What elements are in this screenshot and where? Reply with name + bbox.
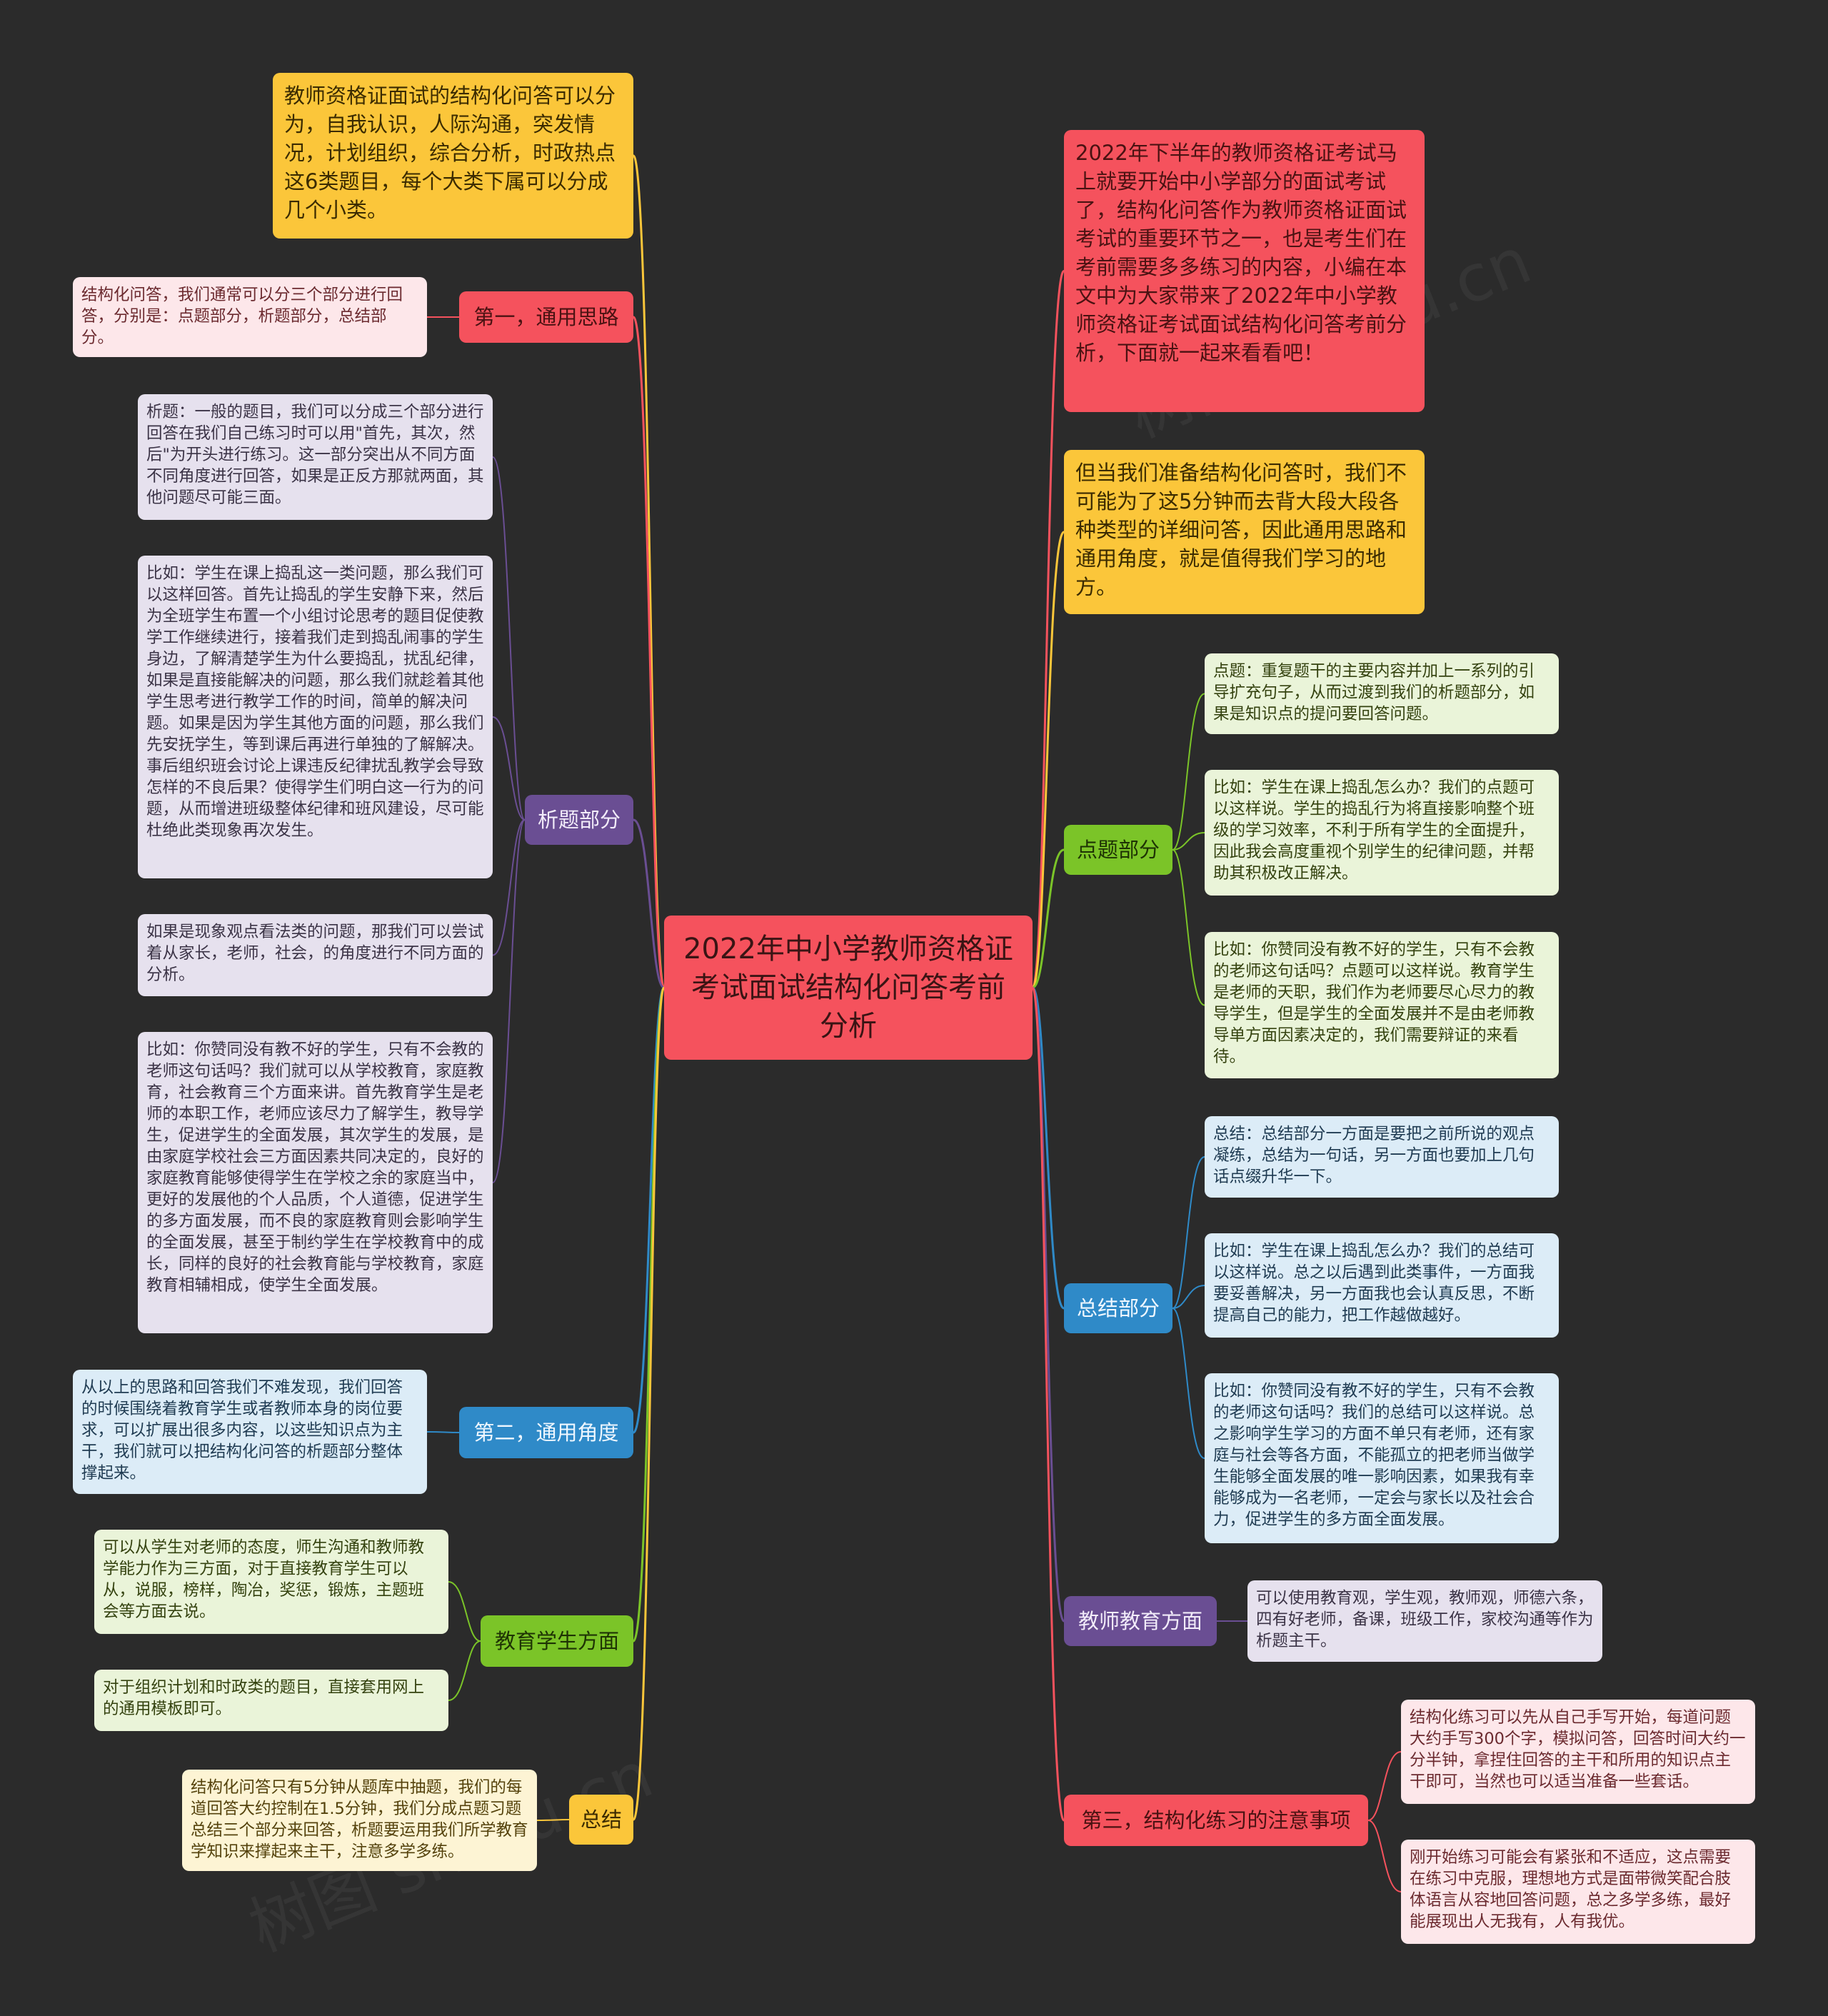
branch-practice[interactable]: 第三，结构化练习的注意事项 — [1064, 1795, 1368, 1846]
connector-analysis-note-1 — [492, 456, 526, 821]
branch-teacher[interactable]: 教师教育方面 — [1064, 1596, 1217, 1646]
connector-educate-students-note-2 — [448, 1640, 481, 1701]
point-note-1[interactable]: 点题：重复题干的主要内容并加上一系列的引导扩充句子，从而过渡到我们的析题部分，如… — [1205, 653, 1559, 734]
connector-branch-conclusion — [1031, 986, 1065, 1310]
connector-practice-note-1 — [1367, 1751, 1402, 1821]
branch-general-angle[interactable]: 第二，通用角度 — [459, 1407, 633, 1458]
point-note-2[interactable]: 比如：学生在课上捣乱怎么办？我们的点题可以这样说。学生的捣乱行为将直接影响整个班… — [1205, 770, 1559, 896]
general-angle-note[interactable]: 从以上的思路和回答我们不难发现，我们回答的时候围绕着教育学生或者教师本身的岗位要… — [73, 1370, 427, 1494]
connector-branch-analysis — [633, 818, 665, 989]
connector-general-angle-note — [426, 1431, 460, 1433]
connector-analysis-note-3 — [492, 819, 526, 956]
point-note-3[interactable]: 比如：你赞同没有教不好的学生，只有不会教的老师这句话吗？点题可以这样说。教育学生… — [1205, 932, 1559, 1078]
branch-point[interactable]: 点题部分 — [1064, 825, 1172, 875]
branch-conclusion[interactable]: 总结部分 — [1064, 1283, 1172, 1333]
connector-conclusion-note-1 — [1172, 1156, 1205, 1309]
analysis-note-4[interactable]: 比如：你赞同没有教不好的学生，只有不会教的老师这句话吗？我们就可以从学校教育，家… — [138, 1032, 493, 1333]
connector-analysis-note-2 — [492, 716, 526, 821]
practice-note-2[interactable]: 刚开始练习可能会有紧张和不适应，这点需要在练习中克服，理想地方式是面带微笑配合肢… — [1401, 1840, 1755, 1944]
connector-point-note-2 — [1172, 832, 1205, 851]
general-approach-note[interactable]: 结构化问答，我们通常可以分三个部分进行回答，分别是：点题部分，析题部分，总结部分… — [73, 277, 427, 357]
connector-branch-point — [1032, 848, 1065, 989]
educate-students-note-2[interactable]: 对于组织计划和时政类的题目，直接套用网上的通用模板即可。 — [94, 1670, 448, 1731]
analysis-note-3[interactable]: 如果是现象观点看法类的问题，那我们可以尝试着从家长，老师，社会，的角度进行不同方… — [138, 914, 493, 996]
connector-branch-teacher — [1031, 986, 1065, 1623]
connector-practice-note-2 — [1367, 1820, 1402, 1892]
connector-branch-general-approach — [632, 316, 666, 989]
conclusion-note-1[interactable]: 总结：总结部分一方面是要把之前所说的观点凝练，总结为一句话，另一方面也要加上几句… — [1205, 1116, 1559, 1198]
practice-note-1[interactable]: 结构化练习可以先从自己手写开始，每道问题大约手写300个字，模拟问答，回答时间大… — [1401, 1700, 1755, 1804]
connector-conclusion-note-2 — [1172, 1285, 1205, 1309]
connector-right-intro-note-2 — [1031, 531, 1065, 989]
connector-point-note-1 — [1172, 693, 1205, 851]
summary-note[interactable]: 结构化问答只有5分钟从题库中抽题，我们的每道回答大约控制在1.5分钟，我们分成点… — [182, 1770, 537, 1871]
branch-summary[interactable]: 总结 — [569, 1795, 633, 1845]
branch-analysis[interactable]: 析题部分 — [525, 795, 633, 845]
connector-analysis-note-4 — [492, 819, 526, 1183]
educate-students-note-1[interactable]: 可以从学生对老师的态度，师生沟通和教师教学能力作为三方面，对于直接教育学生可以从… — [94, 1530, 448, 1634]
connector-point-note-3 — [1172, 849, 1205, 1006]
left-intro-note[interactable]: 教师资格证面试的结构化问答可以分为，自我认识，人际沟通，突发情况，计划组织，综合… — [273, 73, 633, 239]
branch-educate-students[interactable]: 教育学生方面 — [481, 1615, 633, 1667]
branch-general-approach[interactable]: 第一，通用思路 — [459, 291, 633, 343]
connector-branch-educate-students — [632, 986, 666, 1643]
conclusion-note-2[interactable]: 比如：学生在课上捣乱怎么办？我们的总结可以这样说。总之以后遇到此类事件，一方面我… — [1205, 1233, 1559, 1338]
root-topic[interactable]: 2022年中小学教师资格证考试面试结构化问答考前分析 — [664, 916, 1033, 1060]
connector-branch-practice — [1031, 986, 1065, 1822]
connector-branch-summary — [632, 986, 666, 1821]
right-intro-note-1[interactable]: 2022年下半年的教师资格证考试马上就要开始中小学部分的面试考试了，结构化问答作… — [1064, 130, 1425, 412]
teacher-note[interactable]: 可以使用教育观，学生观，教师观，师德六条，四有好老师，备课，班级工作，家校沟通等… — [1247, 1580, 1602, 1662]
conclusion-note-3[interactable]: 比如：你赞同没有教不好的学生，只有不会教的老师这句话吗？我们的总结可以这样说。总… — [1205, 1373, 1559, 1543]
connector-conclusion-note-3 — [1172, 1308, 1205, 1459]
right-intro-note-2[interactable]: 但当我们准备结构化问答时，我们不可能为了这5分钟而去背大段大段各种类型的详细问答… — [1064, 450, 1425, 614]
connector-educate-students-note-1 — [448, 1581, 481, 1642]
connector-right-intro-note-1 — [1031, 270, 1065, 989]
analysis-note-2[interactable]: 比如：学生在课上捣乱这一类问题，那么我们可以这样回答。首先让捣乱的学生安静下来，… — [138, 556, 493, 878]
analysis-note-1[interactable]: 析题：一般的题目，我们可以分成三个部分进行回答在我们自己练习时可以用"首先，其次… — [138, 394, 493, 520]
